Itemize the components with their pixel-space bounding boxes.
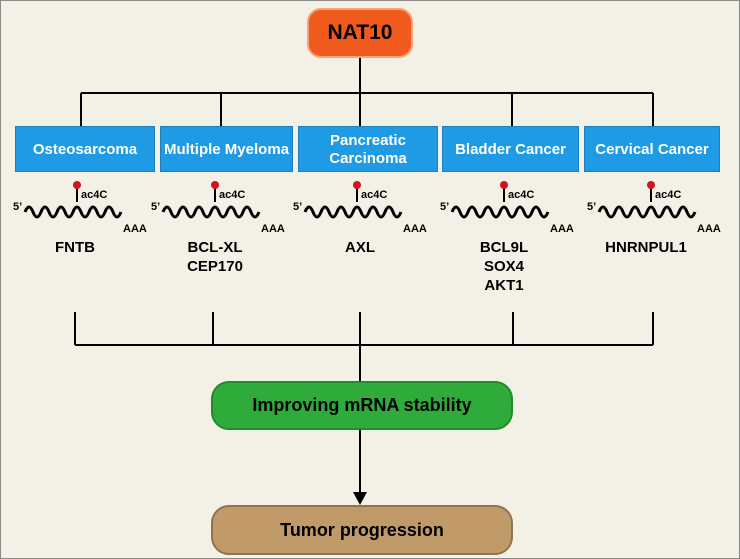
gene-list-bladder-cancer: BCL9L SOX4 AKT1: [434, 238, 574, 295]
cancer-box-multiple-myeloma: Multiple Myeloma: [160, 126, 293, 172]
five-prime-label: 5’: [440, 201, 449, 213]
ac4c-dot-icon: [73, 181, 81, 189]
ac4c-label: ac4C: [219, 189, 245, 201]
mrna-glyph: 5’ AAA ac4C: [440, 181, 574, 235]
mrna-glyph: 5’ AAA ac4C: [151, 181, 285, 235]
cancer-box-pancreatic-carcinoma: Pancreatic Carcinoma: [298, 126, 438, 172]
poly-a-label: AAA: [261, 223, 285, 235]
gene-list-multiple-myeloma: BCL-XL CEP170: [145, 238, 285, 276]
outcome-node: Tumor progression: [211, 505, 513, 555]
gene-label: HNRNPUL1: [605, 239, 687, 256]
gene-label: BCL-XL: [187, 239, 243, 256]
gene-list-cervical-cancer: HNRNPUL1: [576, 238, 716, 257]
stability-node: Improving mRNA stability: [211, 381, 513, 430]
ac4c-label: ac4C: [361, 189, 387, 201]
cancer-label: Cervical Cancer: [595, 141, 709, 158]
cancer-label: Bladder Cancer: [455, 141, 566, 158]
gene-list-pancreatic-carcinoma: AXL: [290, 238, 430, 257]
outcome-arrowhead: [353, 492, 367, 505]
cancer-box-bladder-cancer: Bladder Cancer: [442, 126, 579, 172]
ac4c-dot-icon: [500, 181, 508, 189]
nat10-node: NAT10: [307, 8, 413, 58]
poly-a-label: AAA: [123, 223, 147, 235]
cancer-label: Osteosarcoma: [32, 141, 138, 158]
cancer-box-cervical-cancer: Cervical Cancer: [584, 126, 720, 172]
gene-label: BCL9L: [479, 239, 529, 256]
five-prime-label: 5’: [293, 201, 302, 213]
five-prime-label: 5’: [13, 201, 22, 213]
ac4c-label: ac4C: [655, 189, 681, 201]
outcome-label: Tumor progression: [280, 519, 444, 540]
ac4c-dot-icon: [353, 181, 361, 189]
mrna-wave: [161, 205, 261, 219]
ac4c-dot-icon: [211, 181, 219, 189]
mrna-wave: [450, 205, 550, 219]
cancer-box-osteosarcoma: Osteosarcoma: [15, 126, 155, 172]
nat10-label: NAT10: [327, 21, 393, 44]
poly-a-label: AAA: [550, 223, 574, 235]
mrna-wave: [597, 205, 697, 219]
mrna-wave: [23, 205, 123, 219]
cancer-label: Pancreatic Carcinoma: [329, 132, 407, 167]
stability-label: Improving mRNA stability: [252, 395, 472, 415]
five-prime-label: 5’: [151, 201, 160, 213]
gene-label: SOX4: [483, 258, 525, 275]
ac4c-label: ac4C: [81, 189, 107, 201]
gene-label: AKT1: [484, 277, 524, 294]
ac4c-label: ac4C: [508, 189, 534, 201]
ac4c-dot-icon: [647, 181, 655, 189]
gene-label: CEP170: [187, 258, 243, 275]
gene-label: FNTB: [55, 239, 95, 256]
mrna-wave: [303, 205, 403, 219]
poly-a-label: AAA: [403, 223, 427, 235]
mrna-glyph: 5’ AAA ac4C: [13, 181, 147, 235]
poly-a-label: AAA: [697, 223, 721, 235]
mrna-glyph: 5’ AAA ac4C: [587, 181, 721, 235]
cancer-label: Multiple Myeloma: [163, 141, 290, 158]
gene-label: AXL: [345, 239, 375, 256]
gene-list-osteosarcoma: FNTB: [5, 238, 145, 257]
five-prime-label: 5’: [587, 201, 596, 213]
mrna-glyph: 5’ AAA ac4C: [293, 181, 427, 235]
